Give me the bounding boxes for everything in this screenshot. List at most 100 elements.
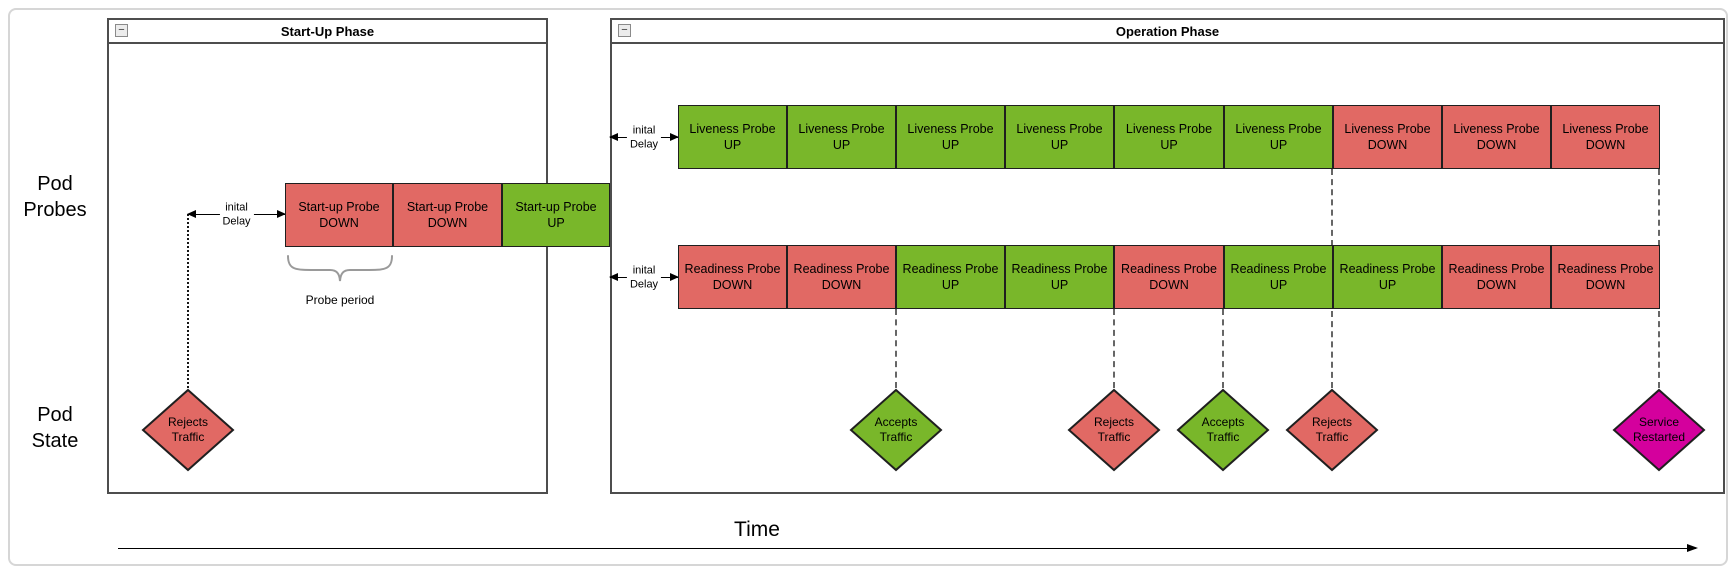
probe-box-state: UP xyxy=(547,216,565,230)
diamond-shape xyxy=(1176,388,1270,472)
probe-box-state: DOWN xyxy=(821,278,862,292)
startup-initial-delay-arrow: inital Delay xyxy=(187,201,286,229)
diamond-shape xyxy=(1067,388,1161,472)
probe-box-label: Readiness Probe xyxy=(902,261,999,276)
pod-state-label: Pod State xyxy=(31,404,79,452)
diamond-label: Accepts Traffic xyxy=(874,415,918,444)
probe-box-label: Liveness Probe xyxy=(1016,121,1103,136)
probe-box-label: Liveness Probe xyxy=(907,121,994,136)
probe-box-state: DOWN xyxy=(1476,138,1517,152)
collapse-minus-icon[interactable]: − xyxy=(115,24,128,37)
probe-box-label: Readiness Probe xyxy=(1557,261,1654,276)
probe-box-state: DOWN xyxy=(712,278,753,292)
probe-box-label: Start-up Probe xyxy=(298,199,380,214)
startup-phase-title: Start-Up Phase xyxy=(280,23,375,39)
probe-box-state: UP xyxy=(941,278,960,292)
startup-phase-panel: − Start-Up Phase xyxy=(107,18,548,494)
collapse-minus-icon[interactable]: − xyxy=(618,24,631,37)
probe-period-label: Probe period xyxy=(305,293,375,307)
operation-phase-panel: − Operation Phase xyxy=(610,18,1725,494)
probe-box-state: DOWN xyxy=(427,216,468,230)
state-diamond[interactable]: Rejects Traffic xyxy=(1285,388,1379,472)
probe-box-state: UP xyxy=(1269,278,1288,292)
diamond-label: Rejects Traffic xyxy=(1311,415,1352,444)
diamond-label: Accepts Traffic xyxy=(1201,415,1245,444)
time-axis-label: Time xyxy=(734,518,780,541)
probe-box-label: Readiness Probe xyxy=(1121,261,1217,276)
probe-box-state: UP xyxy=(1050,138,1069,152)
time-axis-arrow xyxy=(118,544,1698,552)
liveness-initial-delay-label: inital Delay xyxy=(626,124,662,152)
diamond-shape xyxy=(141,388,235,472)
probe-box-label: Liveness Probe xyxy=(1453,121,1540,136)
probe-box-label: Start-up Probe xyxy=(515,199,597,214)
probe-box-state: DOWN xyxy=(1585,138,1626,152)
startup-drop-line xyxy=(187,214,189,388)
probe-box-label: Liveness Probe xyxy=(1235,121,1322,136)
drop-line xyxy=(895,309,897,388)
probe-box-state: UP xyxy=(723,138,742,152)
probe-box-state: UP xyxy=(941,138,960,152)
pod-probes-label: Pod Probes xyxy=(23,173,87,221)
probe-box-label: Liveness Probe xyxy=(1125,121,1213,136)
diamond-label: Rejects Traffic xyxy=(1093,415,1134,444)
probe-box-state: UP xyxy=(1269,138,1288,152)
probe-box-state: UP xyxy=(1378,278,1397,292)
operation-phase-header: − Operation Phase xyxy=(612,20,1723,44)
probe-box-state: DOWN xyxy=(319,216,359,230)
drop-line xyxy=(1222,309,1224,388)
drop-line xyxy=(1113,309,1115,388)
probe-period-brace xyxy=(287,255,393,282)
state-diamond[interactable]: Accepts Traffic xyxy=(849,388,943,472)
readiness-initial-delay-label: inital Delay xyxy=(626,264,662,292)
state-diamond[interactable]: Accepts Traffic xyxy=(1176,388,1270,472)
probe-box-label: Liveness Probe xyxy=(798,121,885,136)
probe-box-state: UP xyxy=(1050,278,1069,292)
state-diamond[interactable]: Service Restarted xyxy=(1612,388,1706,472)
diamond-label: Service Restarted xyxy=(1632,415,1686,444)
probe-box-state: UP xyxy=(1160,138,1178,152)
startup-phase-header: − Start-Up Phase xyxy=(109,20,546,44)
diamond-shape xyxy=(849,388,943,472)
probe-box-label: Readiness Probe xyxy=(1230,261,1327,276)
probe-box-state: DOWN xyxy=(1476,278,1517,292)
probe-box-label: Readiness Probe xyxy=(1339,261,1436,276)
probe-box-label: Liveness Probe xyxy=(689,121,776,136)
startup-initial-delay-label: inital Delay xyxy=(219,201,254,229)
probe-box-label: Readiness Probe xyxy=(1448,261,1545,276)
probe-box-label: Liveness Probe xyxy=(1344,121,1431,136)
state-diamond[interactable]: Rejects Traffic xyxy=(1067,388,1161,472)
operation-phase-title: Operation Phase xyxy=(1115,23,1220,39)
probe-box-label: Readiness Probe xyxy=(684,261,781,276)
readiness-initial-delay-arrow: inital Delay xyxy=(609,264,679,292)
probe-box-label: Readiness Probe xyxy=(793,261,890,276)
diamond-label: Rejects Traffic xyxy=(167,415,208,444)
probe-box-label: Readiness Probe xyxy=(1011,261,1108,276)
probe-box-state: DOWN xyxy=(1585,278,1626,292)
probe-box-state: DOWN xyxy=(1367,138,1408,152)
state-diamond[interactable]: Rejects Traffic xyxy=(141,388,235,472)
probe-box-label: Liveness Probe xyxy=(1562,121,1649,136)
